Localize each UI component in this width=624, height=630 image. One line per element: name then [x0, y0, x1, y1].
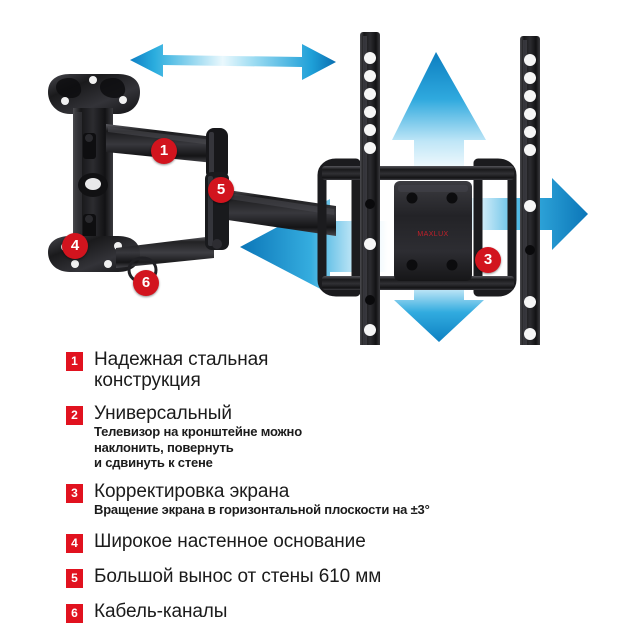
image-badge-4: 4 — [62, 233, 88, 259]
feature-list: 1 Надежная стальная конструкция 2 Универ… — [66, 349, 536, 630]
feature-title-5: Большой вынос от стены 610 мм — [94, 565, 382, 587]
vertical-rail-right — [520, 36, 540, 345]
feature-title-3: Корректировка экрана — [94, 481, 290, 503]
tv-mount-frame: MAXLUX — [317, 158, 517, 297]
feature-title-1: Надежная стальная — [94, 349, 269, 370]
feature-title-2: Универсальный — [94, 402, 232, 424]
feature-item-2: 2 Универсальный Телевизор на кронштейне … — [66, 403, 536, 470]
image-badge-5: 5 — [208, 177, 234, 203]
feature-text-5: Большой вынос от стены 610 мм — [94, 566, 536, 587]
feature-item-3: 3 Корректировка экрана Вращение экрана в… — [66, 481, 536, 518]
feature-item-1: 1 Надежная стальная конструкция — [66, 349, 536, 392]
image-badge-6: 6 — [133, 270, 159, 296]
brand-logo-text: MAXLUX — [417, 231, 448, 238]
tilt-up-arrow — [392, 52, 486, 176]
feature-text-1: Надежная стальная конструкция — [94, 349, 536, 392]
feature-subtitle-2: Телевизор на кронштейне можно наклонить,… — [94, 424, 302, 470]
feature-title-4: Широкое настенное основание — [94, 530, 366, 552]
feature-number-3: 3 — [66, 484, 83, 504]
feature-number-2: 2 — [66, 405, 83, 425]
feature-text-6: Кабель-каналы — [94, 601, 536, 622]
swivel-left-arrow — [240, 199, 388, 294]
image-badge-1: 1 — [151, 138, 177, 164]
mount-illustration-svg: MAXLUX — [48, 32, 588, 345]
feature-item-6: 6 Кабель-каналы — [66, 601, 536, 623]
feature-number-6: 6 — [66, 603, 83, 623]
feature-number-1: 1 — [66, 352, 83, 371]
image-badge-3: 3 — [475, 247, 501, 273]
feature-text-4: Широкое настенное основание — [94, 531, 536, 552]
feature-number-4: 4 — [66, 533, 83, 553]
product-illustration: MAXLUX — [48, 32, 588, 345]
feature-number-5: 5 — [66, 568, 83, 588]
vertical-rail-left — [360, 32, 380, 345]
feature-item-4: 4 Широкое настенное основание — [66, 531, 536, 553]
feature-text-2: Универсальный Телевизор на кронштейне мо… — [94, 403, 536, 470]
feature-title-1-line2: конструкция — [94, 370, 201, 392]
lower-extension-arm — [116, 188, 336, 268]
feature-subtitle-3: Вращение экрана в горизонтальной плоскос… — [94, 502, 430, 518]
feature-title-6: Кабель-каналы — [94, 600, 228, 622]
feature-text-3: Корректировка экрана Вращение экрана в г… — [94, 481, 536, 518]
feature-item-5: 5 Большой вынос от стены 610 мм — [66, 566, 536, 588]
horizontal-extend-arrow — [130, 44, 336, 80]
